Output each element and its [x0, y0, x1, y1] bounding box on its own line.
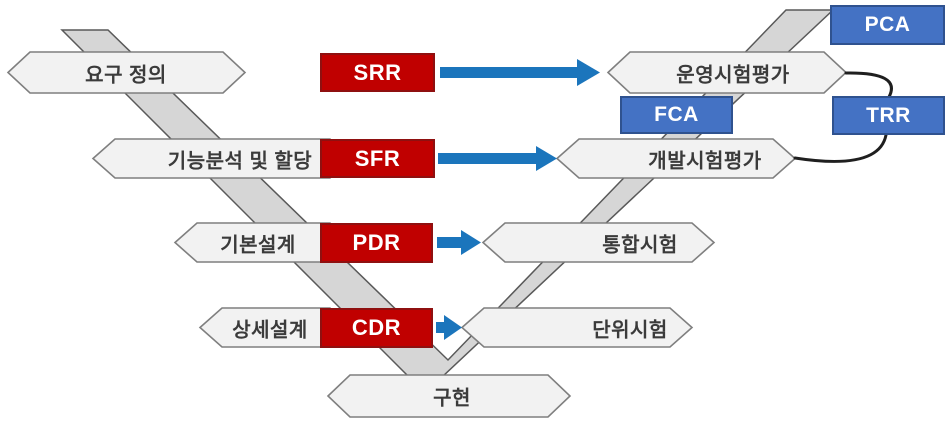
phase-operational-test-evaluation-label: 운영시험평가	[676, 64, 790, 86]
milestone-srr: SRR	[320, 53, 435, 92]
audit-fca: FCA	[620, 96, 733, 134]
audit-pca: PCA	[830, 5, 945, 45]
phase-unit-test-label: 단위시험	[592, 319, 668, 341]
phase-functional-analysis-allocation-label: 기능분석 및 할당	[167, 150, 313, 172]
connector-trr-to-development-eval	[793, 133, 888, 163]
arrow-sfr-to-development-eval	[438, 146, 557, 171]
arrow-cdr-to-unit-test	[436, 315, 462, 340]
phase-integration-test-label: 통합시험	[602, 234, 678, 256]
connector-operational-eval-to-trr	[844, 71, 893, 99]
milestone-cdr: CDR	[320, 308, 433, 348]
phase-preliminary-design-label: 기본설계	[220, 234, 296, 256]
milestone-sfr: SFR	[320, 139, 435, 178]
phase-detailed-design-label: 상세설계	[232, 319, 308, 341]
audit-trr: TRR	[832, 96, 945, 135]
phase-requirements-definition-label: 요구 정의	[85, 64, 167, 86]
arrow-srr-to-operational-eval	[440, 59, 600, 86]
milestone-pdr: PDR	[320, 223, 433, 263]
phase-implementation-label: 구현	[433, 387, 471, 410]
phase-requirements-definition-shape	[6, 51, 247, 94]
phase-implementation-shape	[326, 374, 572, 418]
phase-unit-test-shape	[460, 307, 694, 348]
arrow-pdr-to-integration-test	[437, 230, 481, 255]
phase-development-test-evaluation-label: 개발시험평가	[648, 150, 762, 172]
phase-integration-test-shape	[481, 222, 716, 263]
